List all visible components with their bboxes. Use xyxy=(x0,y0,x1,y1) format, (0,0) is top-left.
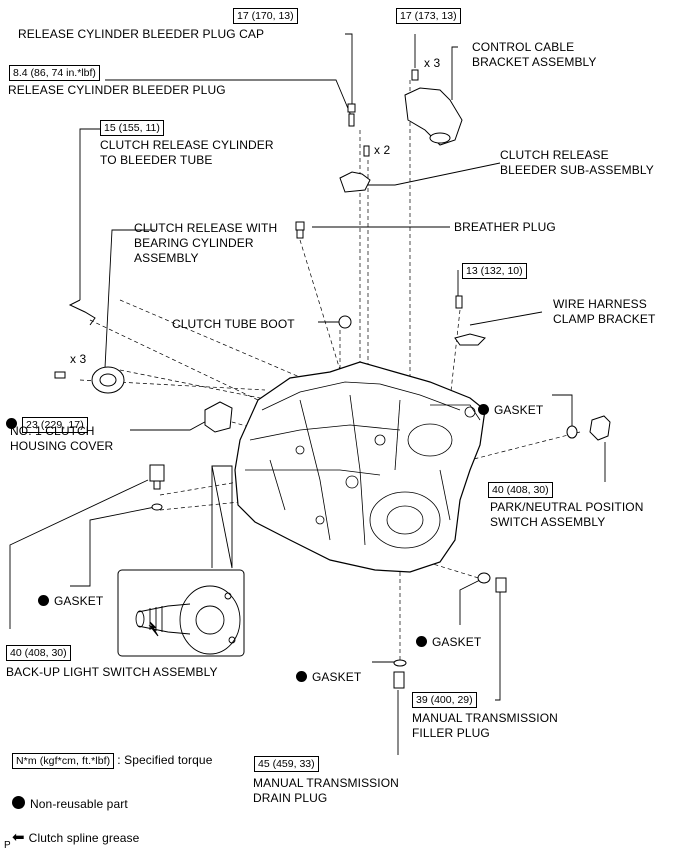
torque-park-neutral-switch: 40 (408, 30) xyxy=(488,482,553,498)
label-release-cylinder-bleeder-plug-cap: RELEASE CYLINDER BLEEDER PLUG CAP xyxy=(18,27,265,41)
legend-torque-box: N*m (kgf*cm, ft.*lbf) xyxy=(12,753,115,769)
qty-cylinder-bolt: x 3 xyxy=(70,352,87,366)
label-clutch-release-with-bearing-cylinder-assembly: CLUTCH RELEASE WITH BEARING CYLINDER ASS… xyxy=(134,221,278,265)
torque-bracket-bolt: 17 (173, 13) xyxy=(396,8,461,24)
non-reusable-icon xyxy=(416,636,427,647)
gasket-text: GASKET xyxy=(54,594,104,608)
label-clutch-release-cylinder-to-bleeder-tube: CLUTCH RELEASE CYLINDER TO BLEEDER TUBE xyxy=(100,138,274,167)
legend-non-reusable: Non-reusable part xyxy=(12,781,128,812)
gasket-text: GASKET xyxy=(494,403,544,417)
torque-filler-plug: 39 (400, 29) xyxy=(412,692,477,708)
torque-cylinder-bolt: 23 (229, 17) xyxy=(22,417,88,433)
label-no1-clutch-housing-cover: NO. 1 CLUTCH HOUSING COVER xyxy=(10,424,114,453)
footer-mark: P xyxy=(4,840,11,851)
label-park-neutral-position-switch-assembly: PARK/NEUTRAL POSITION SWITCH ASSEMBLY xyxy=(490,500,644,529)
label-clutch-release-bleeder-sub-assembly: CLUTCH RELEASE BLEEDER SUB-ASSEMBLY xyxy=(500,148,654,177)
label-wire-harness-clamp-bracket: WIRE HARNESS CLAMP BRACKET xyxy=(553,297,656,326)
legend-spline-grease: ⬅Clutch spline grease xyxy=(12,815,139,846)
qty-bracket-bolt: x 3 xyxy=(424,56,441,70)
torque-wire-harness-bolt: 13 (132, 10) xyxy=(462,263,527,279)
label-breather-plug: BREATHER PLUG xyxy=(454,220,556,234)
qty-bleeder-bolt: x 2 xyxy=(374,143,391,157)
label-release-cylinder-bleeder-plug: RELEASE CYLINDER BLEEDER PLUG xyxy=(8,83,226,97)
filled-circle-icon xyxy=(12,796,25,809)
torque-drain-plug: 45 (459, 33) xyxy=(254,756,319,772)
legend-spline-grease-text: Clutch spline grease xyxy=(28,831,140,845)
gasket-text: GASKET xyxy=(432,635,482,649)
legend-torque-text: : Specified torque xyxy=(117,753,213,767)
non-reusable-icon xyxy=(6,418,17,429)
torque-back-up-light-switch: 40 (408, 30) xyxy=(6,645,71,661)
non-reusable-icon xyxy=(38,595,49,606)
left-arrow-icon: ⬅ xyxy=(12,829,25,846)
torque-bleeder-plug: 8.4 (86, 74 in.*lbf) xyxy=(9,65,100,81)
non-reusable-icon xyxy=(296,671,307,682)
label-manual-transmission-drain-plug: MANUAL TRANSMISSION DRAIN PLUG xyxy=(253,776,399,805)
gasket-label-park-switch: GASKET xyxy=(478,388,543,418)
legend-torque: N*m (kgf*cm, ft.*lbf): Specified torque xyxy=(12,738,212,769)
torque-bleeder-plug-cap-bolt: 17 (170, 13) xyxy=(233,8,298,24)
gasket-label-back-up-switch: GASKET xyxy=(38,579,103,609)
torque-bleeder-tube: 15 (155, 11) xyxy=(100,120,164,136)
legend-non-reusable-text: Non-reusable part xyxy=(30,797,128,811)
label-back-up-light-switch-assembly: BACK-UP LIGHT SWITCH ASSEMBLY xyxy=(6,665,218,679)
label-manual-transmission-filler-plug: MANUAL TRANSMISSION FILLER PLUG xyxy=(412,711,558,740)
gasket-label-filler-plug: GASKET xyxy=(416,620,481,650)
non-reusable-icon xyxy=(478,404,489,415)
label-control-cable-bracket-assembly: CONTROL CABLE BRACKET ASSEMBLY xyxy=(472,40,597,69)
gasket-text: GASKET xyxy=(312,670,362,684)
torque-cylinder-bolt-row: 23 (229, 17) xyxy=(6,402,88,433)
gasket-label-drain-plug: GASKET xyxy=(296,655,361,685)
label-clutch-tube-boot: CLUTCH TUBE BOOT xyxy=(172,317,295,331)
